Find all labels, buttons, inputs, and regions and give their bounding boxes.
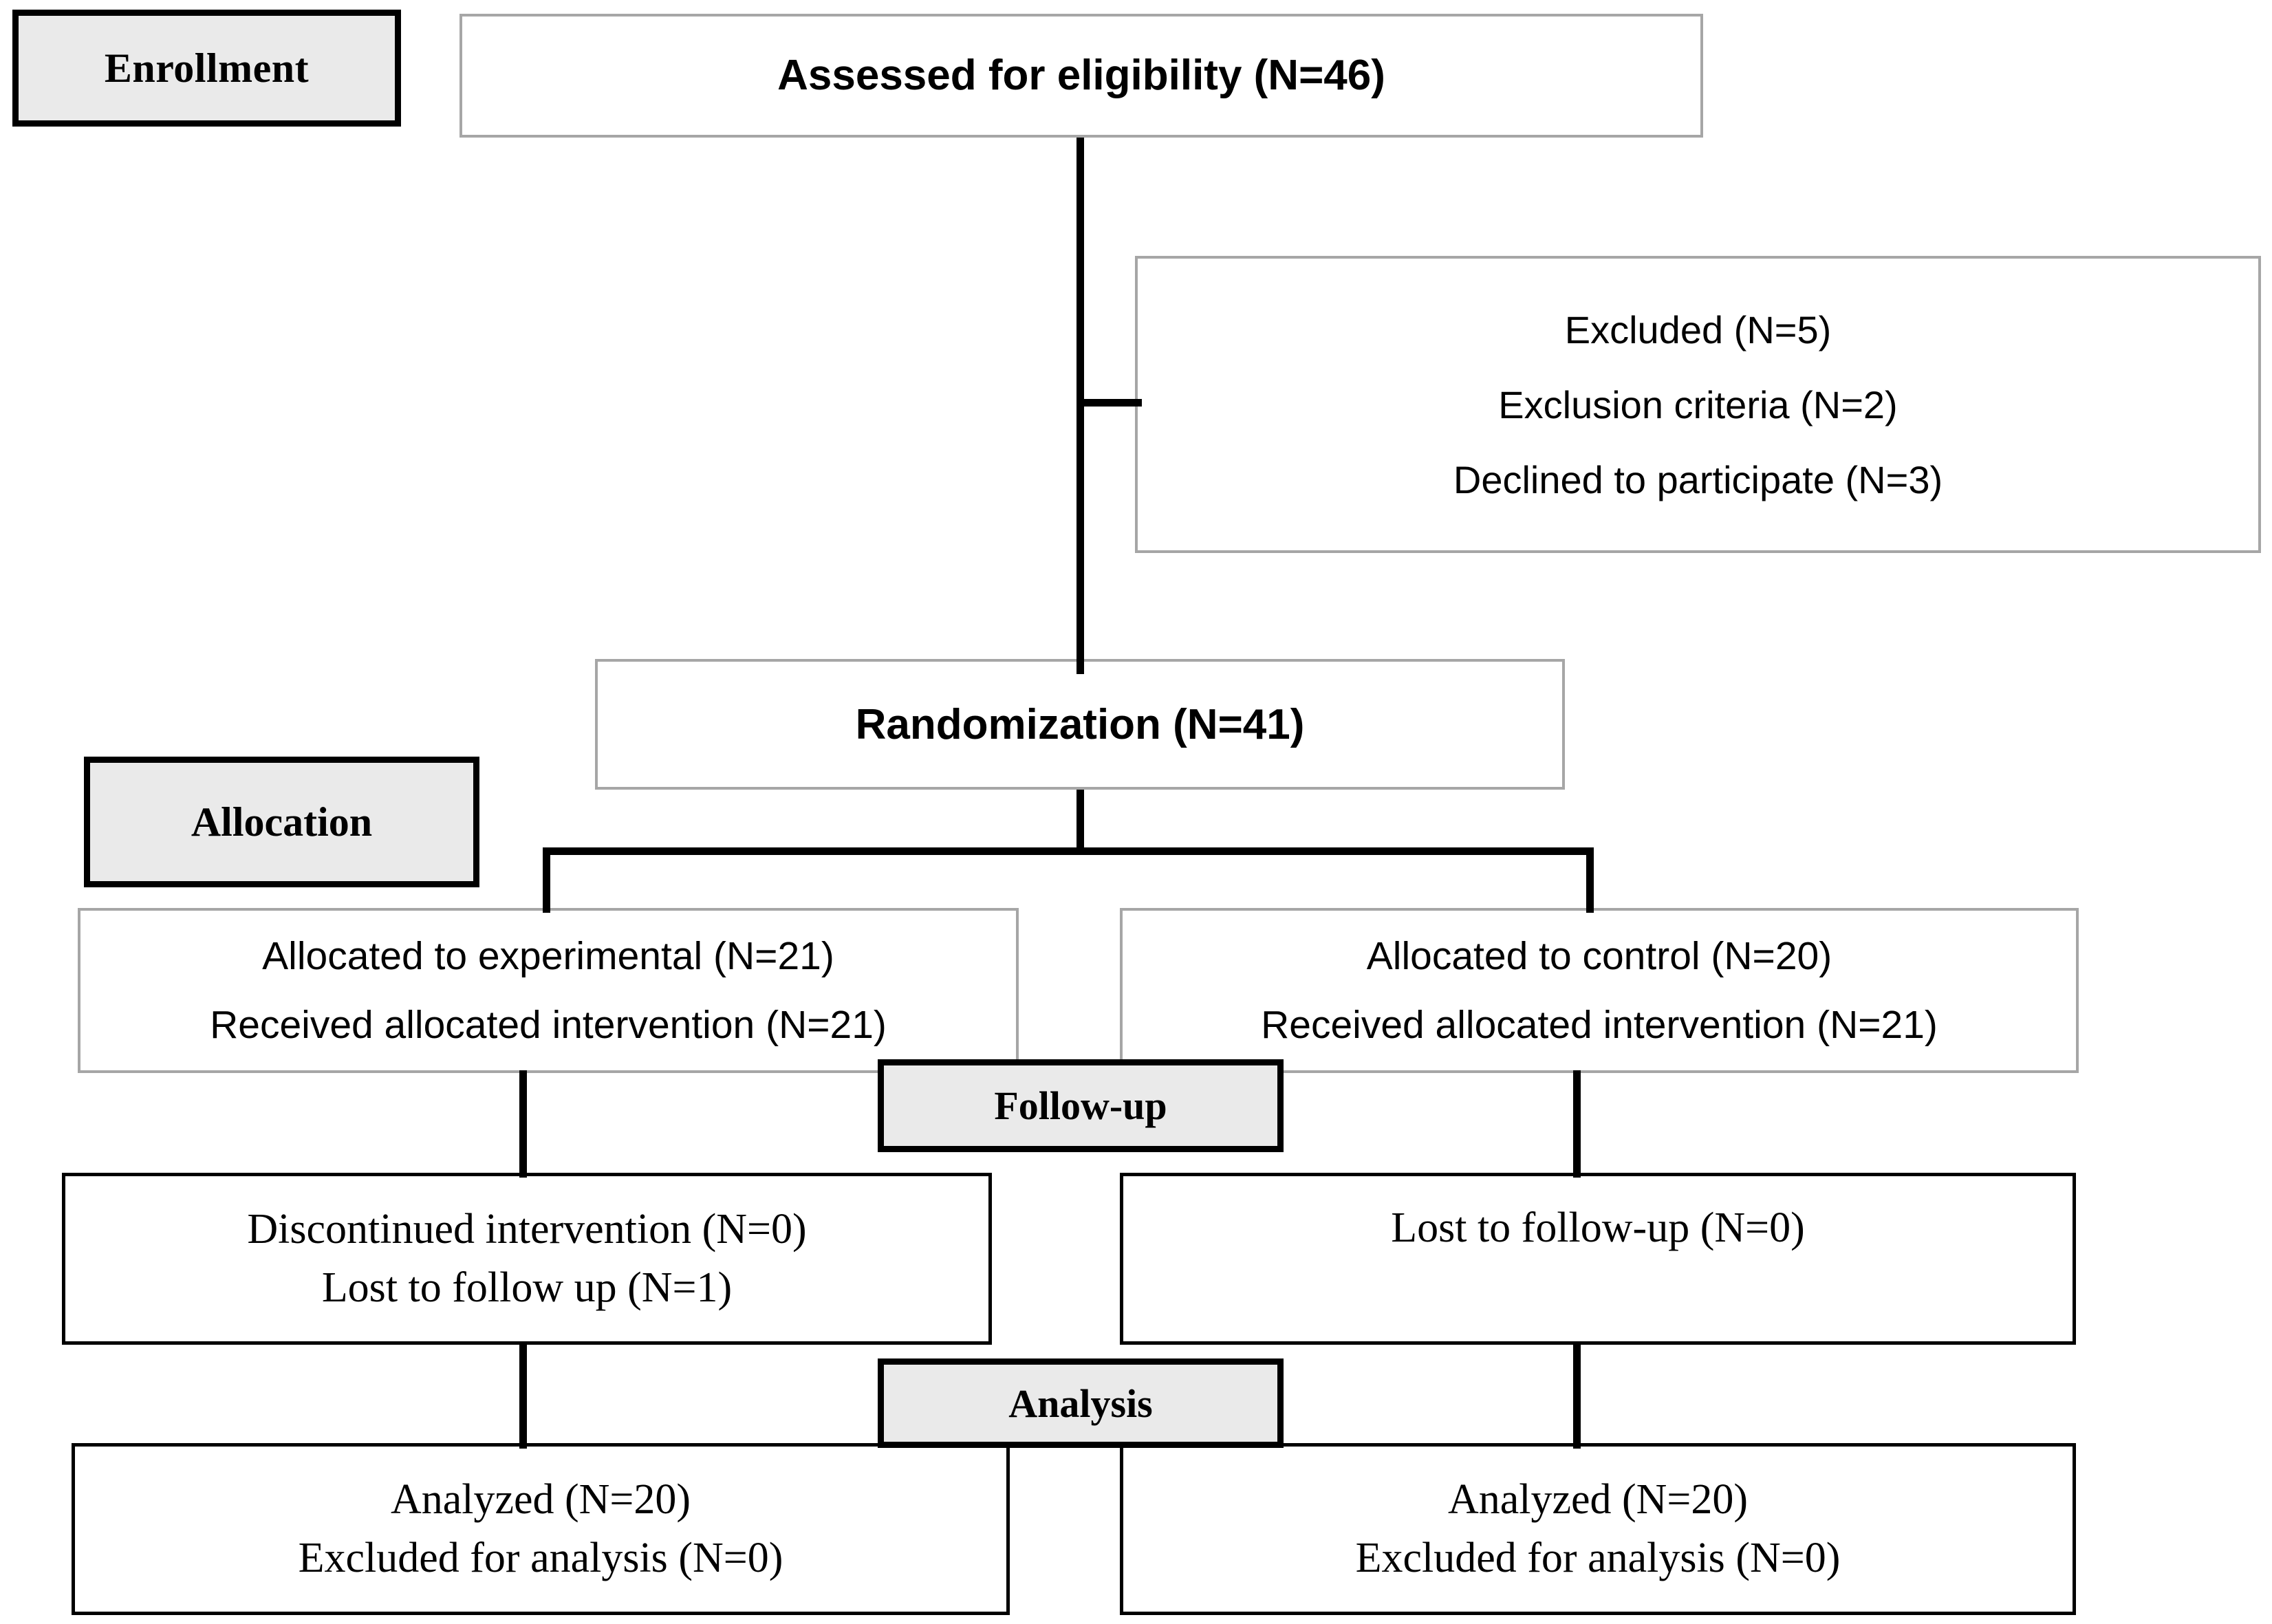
stage-label-allocation: Allocation	[84, 757, 479, 887]
node-analysis-control: Analyzed (N=20) Excluded for analysis (N…	[1120, 1443, 2076, 1615]
analysis-control-line-2: Excluded for analysis (N=0)	[1355, 1535, 1841, 1581]
assessed-for-eligibility-line-1: Assessed for eligibility (N=46)	[777, 52, 1385, 100]
node-excluded: Excluded (N=5) Exclusion criteria (N=2) …	[1135, 256, 2261, 553]
node-allocated-experimental: Allocated to experimental (N=21) Receive…	[78, 908, 1019, 1073]
stage-label-analysis-text: Analysis	[1008, 1381, 1153, 1426]
excluded-line-2: Exclusion criteria (N=2)	[1498, 382, 1898, 426]
allocated-experimental-line-1: Allocated to experimental (N=21)	[262, 934, 834, 978]
stage-label-allocation-text: Allocation	[191, 799, 373, 845]
node-analysis-experimental: Analyzed (N=20) Excluded for analysis (N…	[72, 1443, 1010, 1615]
stage-label-enrollment: Enrollment	[12, 10, 401, 127]
connector-control-followup-to-analysis	[1573, 1341, 1581, 1449]
node-randomization: Randomization (N=41)	[595, 659, 1565, 790]
excluded-line-3: Declined to participate (N=3)	[1453, 457, 1943, 501]
analysis-control-line-1: Analyzed (N=20)	[1447, 1476, 1749, 1523]
node-followup-experimental: Discontinued intervention (N=0) Lost to …	[62, 1173, 992, 1345]
followup-experimental-line-1: Discontinued intervention (N=0)	[247, 1206, 807, 1253]
connector-fork-to-control	[1586, 847, 1594, 913]
excluded-line-1: Excluded (N=5)	[1564, 307, 1832, 351]
connector-experimental-followup-to-analysis	[519, 1341, 527, 1449]
stage-label-enrollment-text: Enrollment	[104, 45, 310, 91]
followup-control-line-1: Lost to follow-up (N=0)	[1391, 1204, 1805, 1251]
analysis-experimental-line-2: Excluded for analysis (N=0)	[298, 1535, 783, 1581]
allocated-experimental-line-2: Received allocated intervention (N=21)	[210, 1003, 887, 1047]
node-allocated-control: Allocated to control (N=20) Received all…	[1120, 908, 2079, 1073]
analysis-experimental-line-1: Analyzed (N=20)	[390, 1476, 691, 1523]
node-followup-control: Lost to follow-up (N=0)	[1120, 1173, 2076, 1345]
connector-allocation-fork-bar	[543, 847, 1594, 855]
stage-label-analysis: Analysis	[878, 1358, 1284, 1448]
connector-experimental-alloc-to-followup	[519, 1070, 527, 1178]
allocated-control-line-2: Received allocated intervention (N=21)	[1261, 1003, 1938, 1047]
connector-randomization-down	[1077, 790, 1084, 855]
allocated-control-line-1: Allocated to control (N=20)	[1366, 934, 1832, 978]
connector-trunk-to-excluded	[1077, 399, 1142, 407]
followup-experimental-line-2: Lost to follow up (N=1)	[321, 1264, 733, 1311]
connector-control-alloc-to-followup	[1573, 1070, 1581, 1178]
stage-label-followup-text: Follow-up	[994, 1083, 1167, 1128]
node-assessed-for-eligibility: Assessed for eligibility (N=46)	[459, 14, 1703, 138]
connector-fork-to-experimental	[543, 847, 550, 913]
stage-label-followup: Follow-up	[878, 1059, 1284, 1152]
randomization-line-1: Randomization (N=41)	[855, 700, 1305, 748]
